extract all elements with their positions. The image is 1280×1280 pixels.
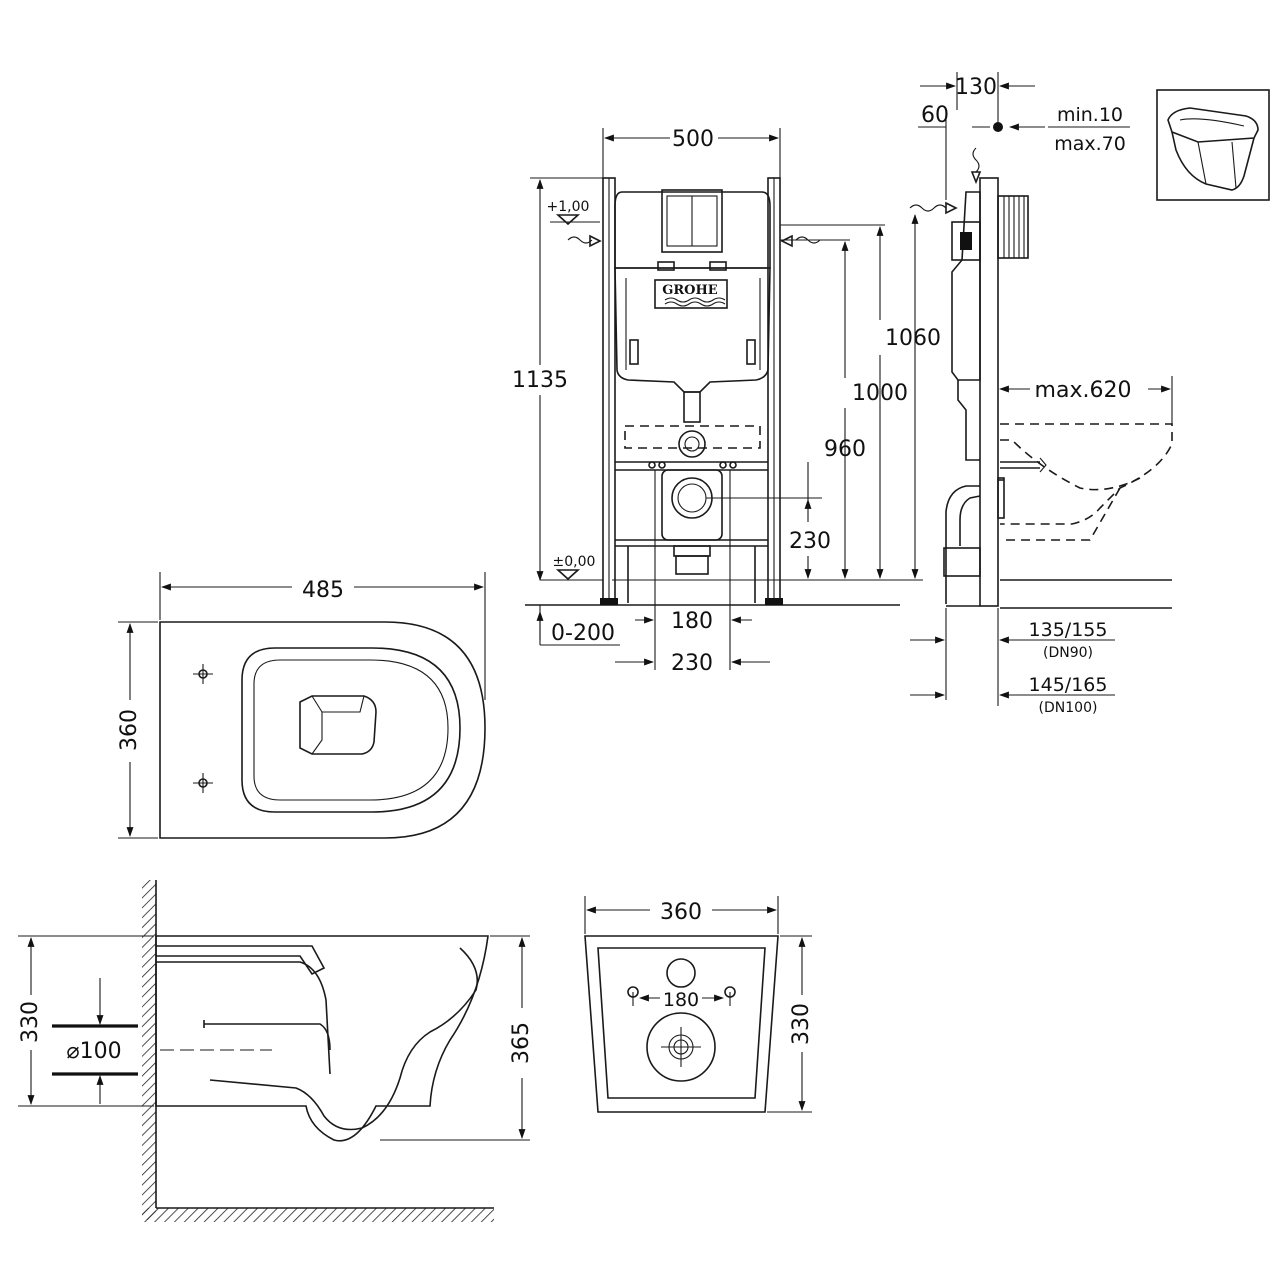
brand-label: GROHE [662,283,718,298]
dim-dn90: 135/155 [1029,619,1108,641]
dn100-label: (DN100) [1039,700,1098,716]
toilet-thumbnail-icon [1167,107,1259,143]
frame-side-view: 130 60 min.10 max.70 max.620 135/155 (DN… [909,72,1173,716]
dim-230-height: 230 [789,529,831,554]
brand-badge [654,279,728,309]
side-water-inlet-icon [972,147,980,173]
side-valve [951,221,981,261]
side-upright [979,177,999,607]
dim-spacing-180: 180 [671,609,713,634]
bowl-outline-side [155,935,489,1142]
level-top-label: +1,00 [547,199,590,215]
water-inlet-hole [666,958,696,988]
rib-lines [1003,196,1025,258]
bowl-side-view: 330 ⌀100 365 [18,880,534,1222]
bowl-top-view: 485 360 [117,572,486,839]
frame-front-view: GROHE 500 1135 [512,127,941,676]
thumbnail-frame [1156,89,1270,201]
dim-dn100: 145/165 [1029,674,1108,696]
water-inlet-left-icon [567,236,593,244]
dim-rear-width: 360 [660,900,702,925]
dim-frame-width: 500 [672,127,714,152]
product-thumbnail [1156,89,1270,201]
waste-outlet-hole [646,1012,716,1082]
fixing-hole-bottom-icon [193,773,213,793]
dim-outlet-diameter: ⌀100 [66,1039,121,1064]
left-foot [600,598,618,605]
dim-bowl-width: 360 [117,709,142,751]
wall-max-label: max.70 [1054,133,1126,155]
dn90-label: (DN90) [1043,645,1093,661]
wall-anchor [997,195,1029,259]
dim-bowl-height-365: 365 [509,1022,534,1064]
flush-plate [661,189,723,253]
dim-960: 960 [824,437,866,462]
floor-hatching [142,1208,494,1222]
side-cistern [951,191,981,381]
waste-bend [945,485,980,604]
level-floor-label: ±0,00 [553,554,596,570]
bowl-drain-top [299,695,377,755]
bowl-outline-rear [584,935,779,1113]
bowl-rim-top [241,647,461,813]
side-bowl-dashed [1000,423,1173,525]
dim-depth-60: 60 [921,103,949,128]
waste-outlet [673,545,711,557]
flush-pipe [683,391,701,423]
waste-connector [661,469,723,541]
right-foot [765,598,783,605]
fixing-hole-top-icon [193,664,213,684]
bowl-outline-top [159,621,486,839]
dim-rear-spacing: 180 [663,989,699,1011]
dim-spacing-230: 230 [671,651,713,676]
bowl-dashed-outline [624,425,761,449]
dim-bowl-length: 485 [302,578,344,603]
wall-hatching [142,880,156,1220]
seat-profile [156,945,326,976]
dim-rear-height: 330 [789,1003,814,1045]
dim-1060: 1060 [885,326,941,351]
bowl-rear-view: 180 360 330 [584,896,814,1113]
dim-offset: 0-200 [551,621,615,646]
reference-dot [993,122,1003,132]
dim-bowl-height-330: 330 [18,1001,43,1043]
wall-min-label: min.10 [1057,104,1123,126]
dim-projection: max.620 [1035,378,1132,403]
dim-depth-130: 130 [955,75,997,100]
dim-1000: 1000 [852,381,908,406]
dim-total-height: 1135 [512,368,568,393]
